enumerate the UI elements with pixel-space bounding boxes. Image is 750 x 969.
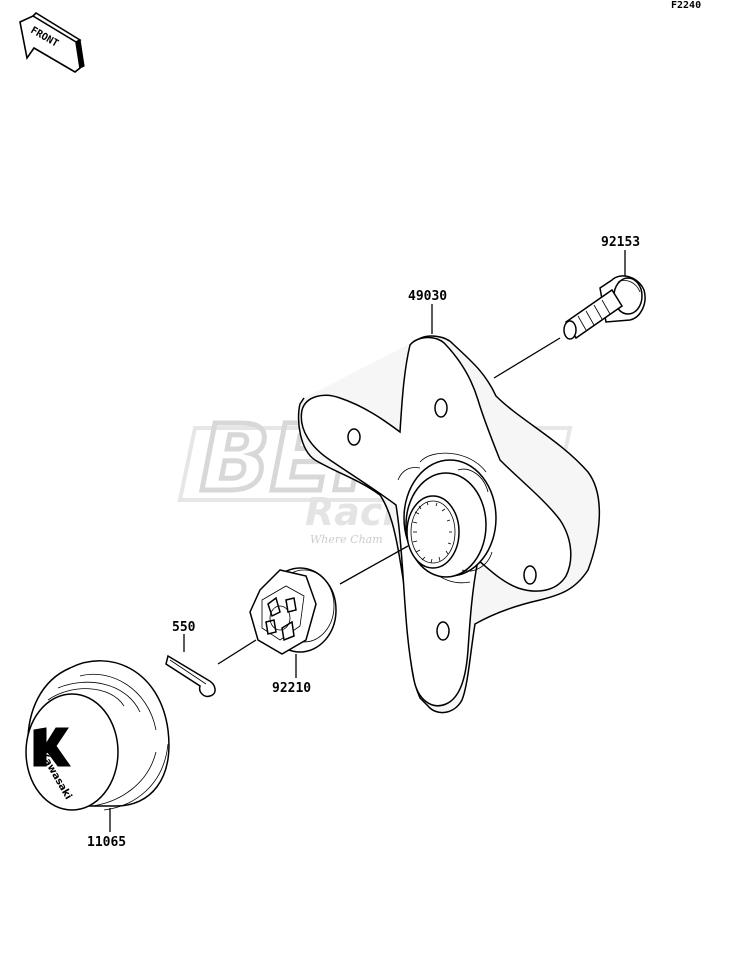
bolt-92153 — [563, 275, 646, 340]
leader-lines — [109, 250, 626, 832]
part-label-550: 550 — [172, 620, 196, 635]
front-arrow-icon: FRONT — [19, 11, 85, 73]
watermark-tagline: Where Cham — [310, 533, 383, 546]
castle-nut-92210 — [249, 567, 337, 655]
part-label-11065: 11065 — [87, 835, 126, 850]
cotter-pin-550 — [165, 654, 216, 698]
part-label-92210: 92210 — [272, 681, 311, 696]
hub-cap-11065: Kawasaki — [25, 660, 170, 811]
part-label-92153: 92153 — [601, 235, 640, 250]
diagram-ref-code: F2240 — [671, 0, 701, 11]
hub-plate-49030 — [297, 335, 601, 714]
part-label-49030: 49030 — [408, 289, 447, 304]
